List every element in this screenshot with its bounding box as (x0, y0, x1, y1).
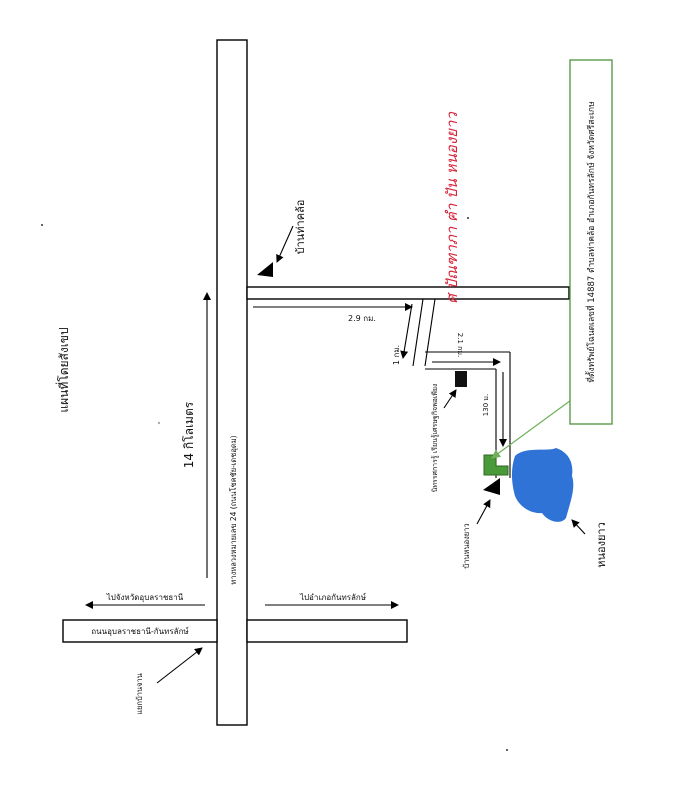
distance-1km-label: 1 กม. (392, 345, 401, 365)
map-title: แผนที่โดยสังเขป (55, 327, 71, 412)
speck (467, 217, 469, 219)
junction-label: แยกบ้านจาน (135, 673, 144, 715)
pointer-pond (571, 519, 586, 535)
property-marker (483, 454, 509, 476)
distance-2-1km-label: 2.1 กม. (456, 333, 464, 357)
learning-center-label: นิทรรศการรู้ เรียนรู้เศรษฐกิจพอเพียง (431, 384, 439, 493)
learning-center-marker (455, 371, 467, 387)
distance-130m-label: 130 ม. (482, 394, 490, 416)
speck (41, 224, 43, 226)
highway-24 (216, 39, 248, 726)
cross-road-left (62, 619, 218, 643)
arrow-junction (156, 647, 203, 684)
pond-label: หนองยาว (595, 522, 608, 568)
village-nong-yao-marker (483, 478, 500, 495)
handwritten-note: ศ ปัณฑาภา ฅำ ปัน หนองยาว (443, 111, 461, 304)
village-tha-klo-label: บ้านท่าคล้อ (294, 200, 307, 255)
village-tha-klo-marker (257, 262, 273, 277)
address-box (569, 59, 613, 425)
to-ubon-label: ไปจังหวัดอุบลราชธานี (106, 593, 184, 602)
pointer-nong-yao (476, 499, 491, 525)
distance-2-9km-label: 2.9 กม. (348, 314, 376, 323)
address-text: ที่ตั้งทรัพย์โฉนดเลขที่ 14887 ตำบลท่าคล้… (585, 101, 597, 383)
to-kantharalak-label: ไปอำเภอกันทรลักษ์ (299, 592, 366, 602)
side-road (425, 351, 511, 478)
highway-label: ทางหลวงหมายเลข 24 (ถนนโชคชัย-เดชอุดม) (229, 435, 238, 584)
village-nong-yao-label: บ้านหนองยาว (462, 523, 471, 568)
cross-road-right (246, 619, 408, 643)
pointer-learning-center (443, 389, 457, 409)
speck (157, 421, 161, 425)
pointer-tha-klo (276, 225, 294, 263)
road-to-tha-klo (246, 286, 570, 300)
distance-14km-label: 14 กิโลเมตร (182, 401, 196, 468)
arrow-1km (400, 303, 413, 359)
cross-road-label: ถนนอุบลราชธานี-กันทรลักษ์ (91, 626, 189, 636)
diagonal-road (412, 298, 436, 367)
pointer-property (491, 394, 579, 459)
pond (511, 448, 574, 522)
speck (506, 749, 508, 751)
